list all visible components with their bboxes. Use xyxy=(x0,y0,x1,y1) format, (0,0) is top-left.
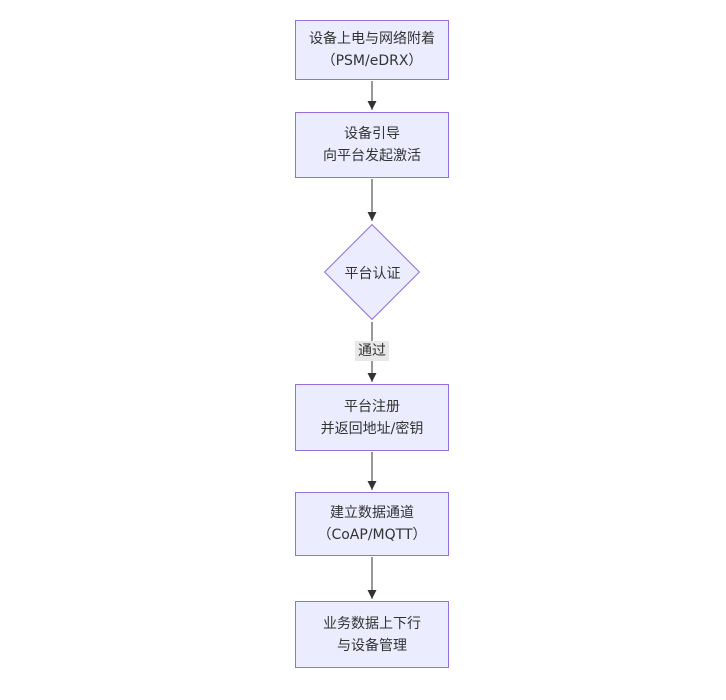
node-platform-register: 平台注册 并返回地址/密钥 xyxy=(295,384,449,451)
edge-label-pass: 通过 xyxy=(355,341,389,361)
node-label: 平台注册 并返回地址/密钥 xyxy=(320,398,424,437)
node-power-on-network-attach: 设备上电与网络附着 （PSM/eDRX） xyxy=(295,20,449,80)
node-label: 设备上电与网络附着 （PSM/eDRX） xyxy=(309,31,435,69)
node-data-channel: 建立数据通道 （CoAP/MQTT） xyxy=(295,492,449,556)
node-label: 业务数据上下行 与设备管理 xyxy=(323,615,421,654)
node-device-bootstrap: 设备引导 向平台发起激活 xyxy=(295,112,449,178)
node-business-data-management: 业务数据上下行 与设备管理 xyxy=(295,601,449,668)
node-label: 平台认证 xyxy=(344,265,401,282)
node-platform-auth-decision: 平台认证 xyxy=(323,223,421,321)
node-label: 设备引导 向平台发起激活 xyxy=(323,126,421,164)
node-label: 建立数据通道 （CoAP/MQTT） xyxy=(317,505,427,543)
